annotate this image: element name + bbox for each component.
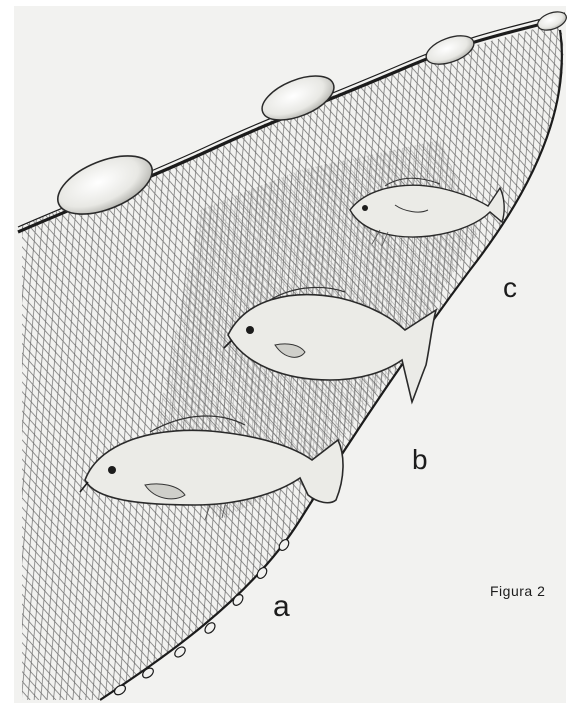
- label-b: b: [412, 446, 428, 474]
- figure-caption: Figura 2: [490, 584, 545, 598]
- label-c: c: [503, 274, 517, 302]
- label-a: a: [273, 592, 290, 622]
